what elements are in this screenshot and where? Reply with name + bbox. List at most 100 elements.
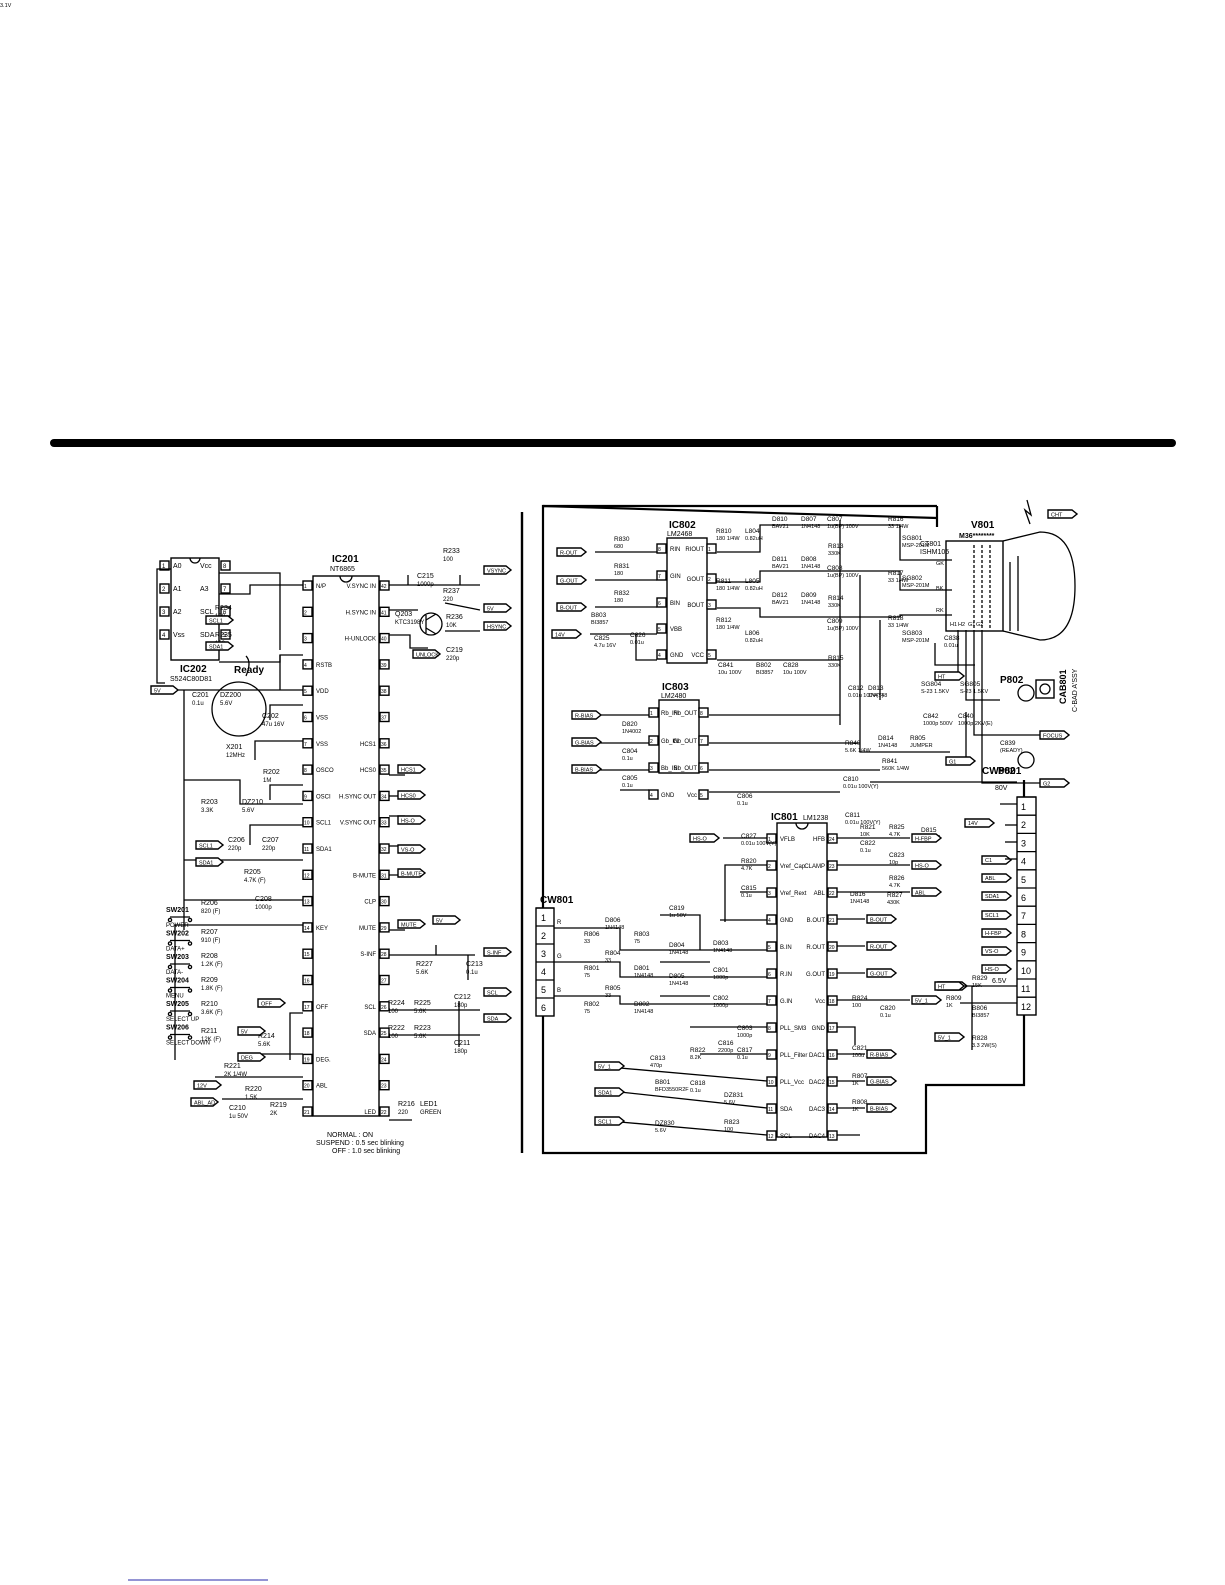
ic202-pin-name: SDA bbox=[200, 632, 215, 639]
net-label: G-BIAS bbox=[575, 741, 594, 747]
component-ref: R224 bbox=[388, 1000, 405, 1007]
component-ref: D813 bbox=[868, 685, 884, 692]
ic201-pin-name: VDD bbox=[316, 689, 329, 695]
component-value: 1N4148 bbox=[713, 948, 732, 954]
pin-box bbox=[379, 764, 390, 775]
component-ref: C822 bbox=[860, 840, 876, 847]
component-value: 3.1V bbox=[0, 3, 12, 9]
pin-box bbox=[220, 583, 231, 594]
switch-terminal bbox=[187, 941, 193, 946]
net-tag bbox=[866, 1049, 898, 1059]
component-ref: C817 bbox=[737, 1047, 753, 1054]
component-ref: D816 bbox=[850, 891, 866, 898]
component-value: 1.8K (F) bbox=[201, 986, 223, 992]
net-tag bbox=[981, 946, 1013, 956]
ic201-pin-name: SCL bbox=[364, 1005, 376, 1011]
ic201-ref: IC201 bbox=[332, 554, 359, 565]
net-tag bbox=[237, 1052, 267, 1062]
net-label: ABL_AD bbox=[194, 1101, 215, 1107]
ic801-pin-num: 11 bbox=[768, 1107, 773, 1113]
component-ref: R805 bbox=[605, 985, 621, 992]
pin-box bbox=[302, 1001, 313, 1012]
component-ref: R237 bbox=[443, 588, 460, 595]
ic201-pin-name: S-INF bbox=[360, 952, 376, 958]
component-value: 0.82uH bbox=[745, 638, 763, 644]
pin-box bbox=[698, 762, 709, 773]
component-ref: R823 bbox=[724, 1119, 740, 1126]
component-ref: R814 bbox=[828, 595, 844, 602]
net-tag bbox=[150, 685, 180, 695]
component-value: S-23 1.5KV bbox=[921, 689, 949, 695]
cw801-color: R bbox=[557, 920, 562, 926]
net-tag bbox=[483, 565, 513, 575]
cw801-color: B bbox=[557, 988, 561, 994]
component-ref: D814 bbox=[878, 735, 894, 742]
component-ref: X201 bbox=[226, 744, 242, 751]
component-value: 1000p bbox=[255, 905, 272, 911]
component-ref: C219 bbox=[446, 647, 463, 654]
ic801-pin-num: 23 bbox=[829, 864, 835, 870]
switch-ref: SW202 bbox=[166, 931, 189, 938]
switch-label: SELECT DOWN bbox=[166, 1041, 210, 1047]
ic801-pin-name: R.OUT bbox=[806, 945, 825, 951]
v801-part: M36******** bbox=[959, 533, 995, 540]
net-tag bbox=[866, 941, 898, 951]
net-tag bbox=[483, 947, 513, 957]
component-value: 5.6K bbox=[416, 970, 428, 976]
net-tag bbox=[571, 764, 603, 774]
component-value: 10K bbox=[446, 623, 457, 629]
component-value: 3.3K bbox=[201, 808, 213, 814]
component-ref: B802 bbox=[756, 662, 772, 669]
ic801-pin-num: 13 bbox=[829, 1134, 835, 1140]
ic201-pin-num: 42 bbox=[381, 584, 387, 590]
component-ref: C827 bbox=[741, 833, 757, 840]
pin-box bbox=[220, 629, 231, 640]
component-ref: R210 bbox=[201, 1001, 218, 1008]
component-ref: R208 bbox=[201, 953, 218, 960]
net-tag bbox=[911, 887, 943, 897]
net-tag bbox=[866, 968, 898, 978]
component-value: 1u(BP) 100V bbox=[827, 524, 859, 530]
component-ref: R220 bbox=[245, 1086, 262, 1093]
ic202-pin-name: Vcc bbox=[200, 563, 212, 570]
ct801-ref: CT801 bbox=[920, 541, 941, 548]
net-label: SCL1 bbox=[209, 619, 223, 625]
component-ref: R211 bbox=[201, 1028, 217, 1035]
component-ref: D805 bbox=[669, 973, 685, 980]
pin-box bbox=[656, 649, 667, 660]
ic202-pin-name: A2 bbox=[173, 609, 182, 616]
ic802-pin-name: GOUT bbox=[687, 577, 705, 583]
net-label: CHT bbox=[1051, 513, 1063, 519]
component-ref: D802 bbox=[634, 1001, 650, 1008]
component-value: BFD3550R2F bbox=[655, 1087, 689, 1093]
component-value: 0.82uH bbox=[745, 586, 763, 592]
component-value: BI3857 bbox=[756, 670, 773, 676]
net-tag bbox=[556, 575, 588, 585]
ic202-pin-name: Vss bbox=[173, 632, 185, 639]
net-tag bbox=[571, 710, 603, 720]
component-value: 4.7K bbox=[889, 832, 901, 838]
net-tag bbox=[594, 1116, 626, 1126]
cw802-net: 6.5V bbox=[992, 978, 1007, 985]
component-value: 1N4148 bbox=[634, 973, 653, 979]
ic803-ref: IC803 bbox=[662, 682, 689, 693]
component-value: 1.2K (F) bbox=[201, 962, 223, 968]
pin-box bbox=[220, 560, 231, 571]
component-value: 100 bbox=[724, 1127, 733, 1133]
cw802-pin-num: 2 bbox=[1021, 820, 1026, 830]
component-value: 1000p 2KV(E) bbox=[958, 721, 993, 727]
switch-ref: SW204 bbox=[166, 978, 189, 985]
ic201-pin-num: 41 bbox=[381, 610, 387, 616]
component-ref: R206 bbox=[201, 900, 218, 907]
component-ref: R202 bbox=[263, 769, 280, 776]
net-tag bbox=[594, 1087, 626, 1097]
left-wiring bbox=[156, 568, 481, 1121]
component-ref: C809 bbox=[827, 618, 843, 625]
switches: SW201POWERSW202DATA+SW203DATA-SW204MENUS… bbox=[166, 907, 210, 1047]
ic201-pin-num: 26 bbox=[381, 1005, 387, 1011]
component-ref: C812 bbox=[848, 685, 864, 692]
ic801-pin-name: B.OUT bbox=[807, 918, 826, 924]
component-ref: R829 bbox=[972, 975, 988, 982]
